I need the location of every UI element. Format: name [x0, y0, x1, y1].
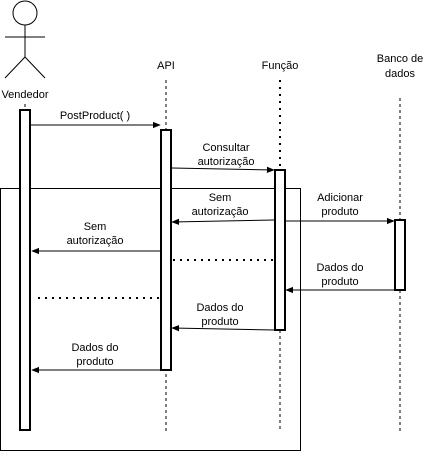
- activation-funcao: [274, 169, 286, 331]
- message-adicionar-produto-line1: Adicionar: [317, 192, 363, 204]
- participant-vendedor-label: Vendedor: [1, 89, 48, 101]
- message-consultar-label-line1: Consultar: [202, 142, 249, 154]
- message-sem-autorizacao-api-line1: Sem: [84, 221, 107, 233]
- actor-vendedor-icon: [4, 0, 46, 79]
- message-consultar-label-line2: autorização: [198, 156, 255, 168]
- message-post-product-label: PostProduct( ): [60, 110, 130, 122]
- message-dados-produto-funcao-line2: produto: [201, 316, 238, 328]
- message-dados-produto-banco-line1: Dados do: [316, 262, 363, 274]
- message-sem-autorizacao-funcao-line1: Sem: [209, 192, 232, 204]
- activation-api: [160, 129, 172, 371]
- message-dados-produto-api-line2: produto: [76, 356, 113, 368]
- message-dados-produto-api-line1: Dados do: [71, 342, 118, 354]
- activation-vendedor: [19, 109, 31, 431]
- activation-banco: [394, 219, 406, 291]
- message-sem-autorizacao-api-line2: autorização: [67, 235, 124, 247]
- participant-banco-label-line2: dados: [385, 68, 415, 80]
- participant-banco-label-line1: Banco de: [377, 53, 423, 65]
- alt-fragment-frame: [0, 188, 301, 451]
- message-dados-produto-funcao-line1: Dados do: [196, 302, 243, 314]
- message-sem-autorizacao-funcao-arrow: [171, 218, 275, 226]
- message-dados-produto-banco-line2: produto: [321, 276, 358, 288]
- message-adicionar-produto-line2: produto: [321, 206, 358, 218]
- message-dados-produto-funcao-arrow: [171, 324, 275, 332]
- participant-api-label: API: [157, 60, 175, 72]
- participant-funcao-label: Função: [262, 60, 299, 72]
- message-consultar-arrow: [171, 166, 275, 174]
- message-sem-autorizacao-funcao-line2: autorização: [192, 206, 249, 218]
